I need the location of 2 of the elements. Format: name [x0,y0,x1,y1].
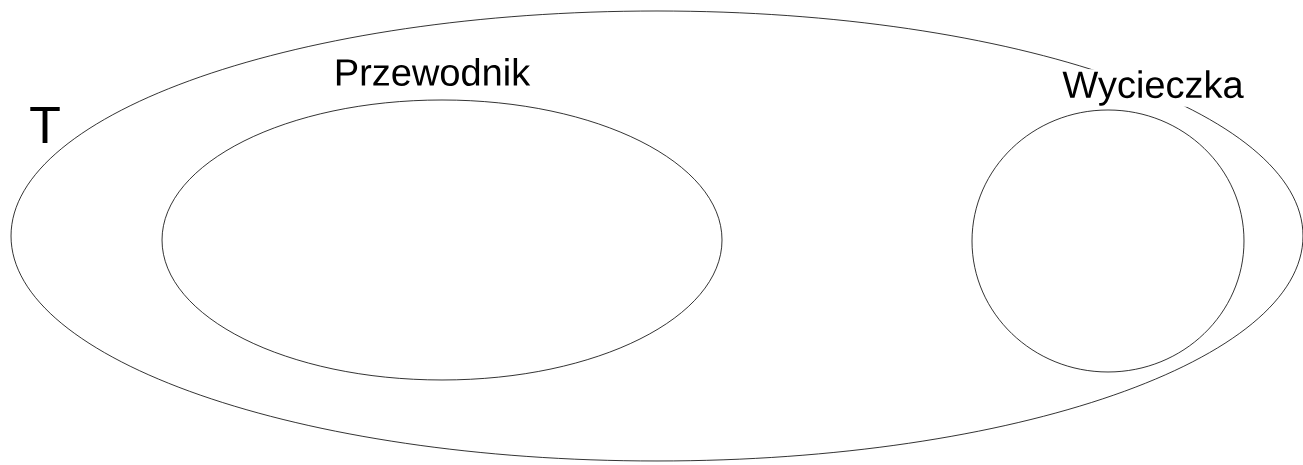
node-label: Przewodnik [336,58,531,86]
node-label: Wycieczka [1062,70,1244,106]
